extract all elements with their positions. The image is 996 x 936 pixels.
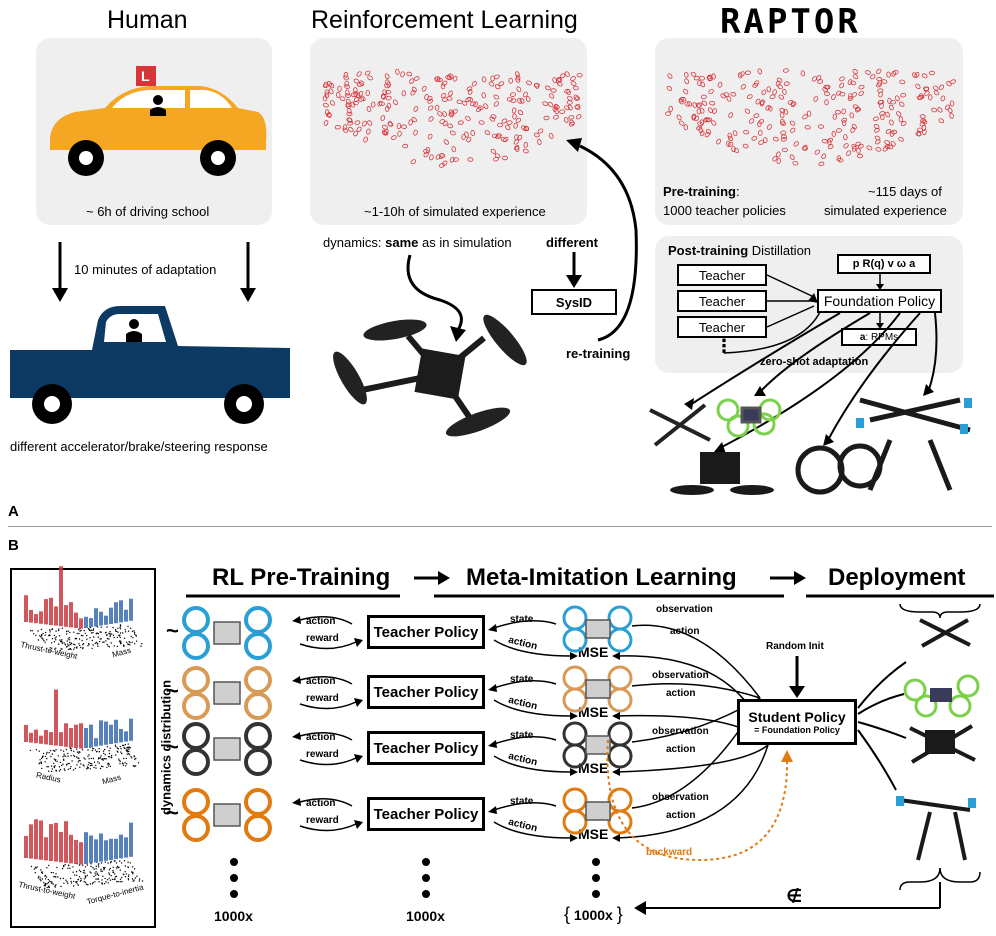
drone-4 [182, 788, 272, 842]
backward-label: backward [646, 847, 693, 858]
label-a: A [8, 503, 19, 520]
pretraining-line1: Pre-training: [663, 184, 740, 199]
action-label-student-3: action [666, 744, 696, 755]
human-caption: ~ 6h of driving school [86, 204, 210, 219]
count-right: { 1000x } [564, 904, 623, 925]
header-meta-imitation: Meta-Imitation Learning [466, 564, 737, 591]
rl-title: Reinforcement Learning [311, 6, 578, 34]
drone-1 [182, 606, 272, 660]
observation-label-4: observation [652, 792, 709, 803]
observation-label-1: observation [656, 604, 713, 615]
post-bold: Post-training [668, 243, 749, 258]
retraining-label: re-training [566, 346, 631, 361]
post-title: Post-training Distillation [668, 243, 811, 258]
teacher-box-2: Teacher [677, 290, 767, 312]
adaptation-label: 10 minutes of adaptation [74, 262, 217, 277]
dynamics-prefix: dynamics: [323, 235, 386, 250]
l-plate-label: L [141, 68, 150, 84]
days-line2: simulated experience [824, 203, 947, 218]
tilde-1: ~ [166, 618, 179, 643]
count-left: 1000x [214, 908, 253, 924]
rpm-rest: : RPMs [865, 331, 899, 343]
state-label-4: state [510, 796, 534, 807]
different-label: different [546, 235, 598, 250]
divider [8, 526, 992, 527]
rl-caption: ~1-10h of simulated experience [364, 204, 546, 219]
days-line1: ~115 days of [868, 184, 942, 199]
dynamics-line: dynamics: same as in simulation [323, 235, 512, 250]
mse-2: MSE [578, 704, 609, 720]
pretraining-bold: Pre-training [663, 184, 736, 199]
student-policy-sub: = Foundation Policy [754, 725, 840, 735]
dynamics-same: same [385, 235, 419, 250]
post-rest: Distillation [748, 243, 812, 258]
student-policy-box: Student Policy = Foundation Policy [737, 699, 857, 745]
count-right-value: 1000x [573, 907, 613, 923]
state-label-1: state [510, 614, 534, 625]
zero-shot-label: zero-shot adaptation [760, 356, 869, 368]
teacher-policy-1: Teacher Policy [367, 615, 485, 649]
observation-label-3: observation [652, 726, 709, 737]
action-label-student-2: action [666, 688, 696, 699]
tilde-3: ~ [166, 734, 179, 759]
drone-2 [182, 666, 272, 720]
random-init-label: Random Init [766, 641, 824, 652]
header-rl-pretraining: RL Pre-Training [212, 564, 391, 591]
count-mid: 1000x [406, 908, 445, 924]
brace-open: { [564, 904, 571, 924]
teacher-policy-3: Teacher Policy [367, 731, 485, 765]
dynamics-suffix: as in simulation [418, 235, 512, 250]
label-b: B [8, 537, 19, 554]
action-label-student-1: action [670, 626, 700, 637]
header-deployment: Deployment [828, 564, 966, 591]
state-label-3: state [510, 730, 534, 741]
state-label-2: state [510, 674, 534, 685]
teacher-policy-4: Teacher Policy [367, 797, 485, 831]
tilde-2: ~ [166, 678, 179, 703]
raptor-logo: RAPTOR [720, 2, 861, 42]
dynamics-distribution-box [10, 568, 156, 928]
sysid-box: SysID [531, 289, 617, 315]
teacher-dots: ⋮ [715, 336, 733, 356]
pretraining-rest: : [735, 184, 740, 199]
reward-label-left-3: reward [306, 749, 339, 760]
action-label-left-3: action [306, 732, 336, 743]
drone-3 [182, 722, 272, 776]
mse-1: MSE [578, 644, 609, 660]
mse-3: MSE [578, 760, 609, 776]
truck-caption: different accelerator/brake/steering res… [10, 439, 268, 454]
reward-label-left-1: reward [306, 633, 339, 644]
action-label-student-4: action [666, 810, 696, 821]
teacher-box-1: Teacher [677, 264, 767, 286]
teacher-policy-2: Teacher Policy [367, 675, 485, 709]
reward-label-left-2: reward [306, 693, 339, 704]
not-in-symbol: ∉ [786, 886, 803, 906]
pretraining-line2: 1000 teacher policies [663, 203, 786, 218]
rpm-bold: a [859, 331, 866, 343]
tilde-4: ~ [166, 800, 179, 825]
observation-box: p R(q) v ω a [837, 254, 931, 274]
action-label-left-1: action [306, 616, 336, 627]
mse-4: MSE [578, 826, 609, 842]
action-label-left-2: action [306, 676, 336, 687]
reward-label-left-4: reward [306, 815, 339, 826]
brace-close: } [616, 904, 623, 924]
rl-panel [310, 38, 587, 225]
observation-label-2: observation [652, 670, 709, 681]
human-title: Human [107, 6, 188, 34]
student-policy-title: Student Policy [748, 709, 846, 725]
teacher-box-3: Teacher [677, 316, 767, 338]
action-label-left-4: action [306, 798, 336, 809]
foundation-policy-box: Foundation Policy [817, 289, 942, 313]
